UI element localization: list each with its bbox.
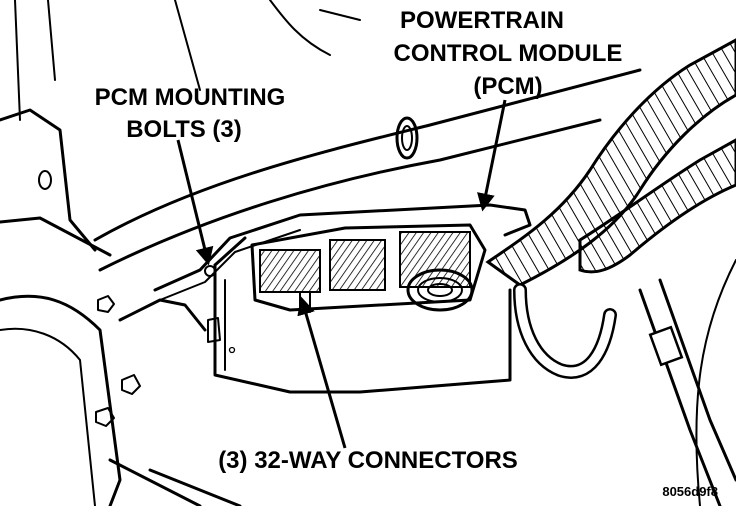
pcm-label-line3: (PCM) xyxy=(473,73,542,100)
figure-id: 8056d9f8 xyxy=(662,484,718,499)
bolts-label-line2: BOLTS (3) xyxy=(126,116,242,143)
pcm-module xyxy=(204,236,512,394)
bolts-label-line1: PCM MOUNTING xyxy=(95,84,286,111)
body-stud-1 xyxy=(97,295,115,313)
pcm-connectors xyxy=(250,223,487,313)
left-body-panel xyxy=(0,0,242,506)
connectors-label: (3) 32-WAY CONNECTORS xyxy=(218,447,518,474)
body-stud-3 xyxy=(95,407,115,427)
connectors-leader-line xyxy=(297,296,347,449)
pcm-label-line2: CONTROL MODULE xyxy=(394,40,623,67)
bolts-leader-line xyxy=(176,139,214,266)
harness-clip xyxy=(395,116,419,160)
callout-leaders xyxy=(176,99,507,449)
body-stud-2 xyxy=(121,374,141,395)
pcm-label-line1: POWERTRAIN xyxy=(400,7,564,34)
wiring-harness xyxy=(485,38,736,506)
pcm-leader-line xyxy=(477,99,507,212)
